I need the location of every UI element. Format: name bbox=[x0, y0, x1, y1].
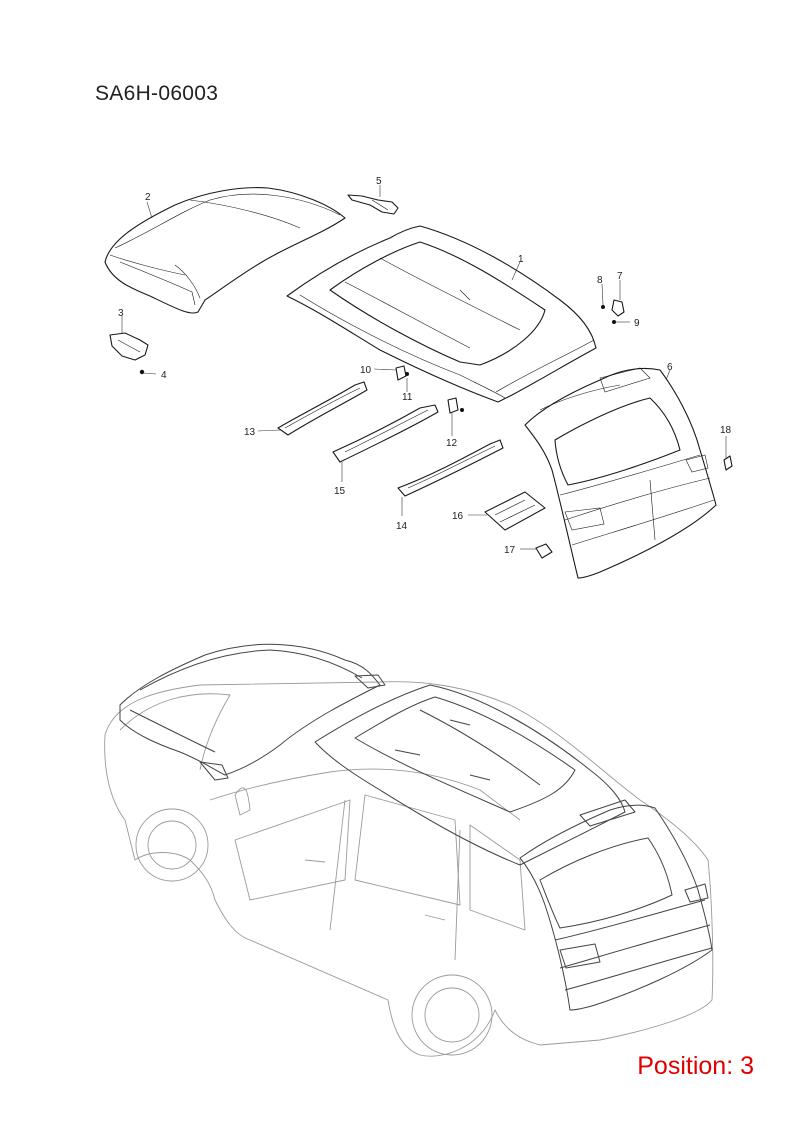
part-13-roof-bow[interactable] bbox=[277, 381, 368, 436]
vehicle-location-view bbox=[104, 643, 714, 1057]
callout-2: 2 bbox=[145, 192, 151, 203]
part-9-bolt[interactable] bbox=[612, 320, 616, 324]
callout-18: 18 bbox=[720, 425, 732, 436]
part-5-bracket[interactable] bbox=[347, 194, 399, 215]
callout-5: 5 bbox=[376, 176, 382, 187]
part-4-bolt[interactable] bbox=[139, 369, 145, 375]
part-3-bracket[interactable] bbox=[109, 332, 149, 361]
part-10-clip[interactable] bbox=[395, 365, 407, 381]
callout-8: 8 bbox=[597, 275, 603, 286]
callout-17: 17 bbox=[504, 545, 516, 556]
part-18-bumper-stop[interactable] bbox=[723, 455, 733, 471]
position-label: Position: 3 bbox=[637, 1052, 754, 1080]
callout-15: 15 bbox=[334, 486, 346, 497]
part-17-bracket[interactable] bbox=[535, 543, 553, 559]
part-8-bolt[interactable] bbox=[601, 305, 605, 309]
callout-1: 1 bbox=[518, 254, 524, 265]
callout-10: 10 bbox=[360, 365, 372, 376]
part-16-bracket-plate[interactable] bbox=[484, 491, 546, 531]
callout-6: 6 bbox=[667, 362, 673, 373]
part-11-bolt[interactable] bbox=[405, 372, 409, 376]
part-2-front-roof-cover[interactable] bbox=[104, 187, 346, 314]
leader-lines bbox=[121, 185, 727, 550]
part-6-tailgate[interactable] bbox=[524, 367, 717, 579]
callout-16: 16 bbox=[452, 511, 464, 522]
part-12-clip[interactable] bbox=[447, 397, 464, 414]
callout-4: 4 bbox=[161, 370, 167, 381]
callout-11: 11 bbox=[402, 392, 413, 403]
part-14-roof-bow[interactable] bbox=[397, 439, 504, 497]
part-7-bracket[interactable] bbox=[611, 299, 625, 317]
callout-numbers: 2 5 1 3 4 6 7 8 9 10 11 12 13 15 14 16 1… bbox=[118, 176, 732, 556]
part-15-roof-bow[interactable] bbox=[332, 404, 439, 463]
part-1-roof-panel[interactable] bbox=[286, 225, 597, 403]
callout-14: 14 bbox=[396, 521, 408, 532]
callout-9: 9 bbox=[634, 318, 640, 329]
diagram-code: SA6H-06003 bbox=[95, 82, 219, 105]
callout-7: 7 bbox=[617, 271, 623, 282]
callout-12: 12 bbox=[446, 438, 458, 449]
callout-13: 13 bbox=[244, 427, 256, 438]
callout-3: 3 bbox=[118, 308, 124, 319]
